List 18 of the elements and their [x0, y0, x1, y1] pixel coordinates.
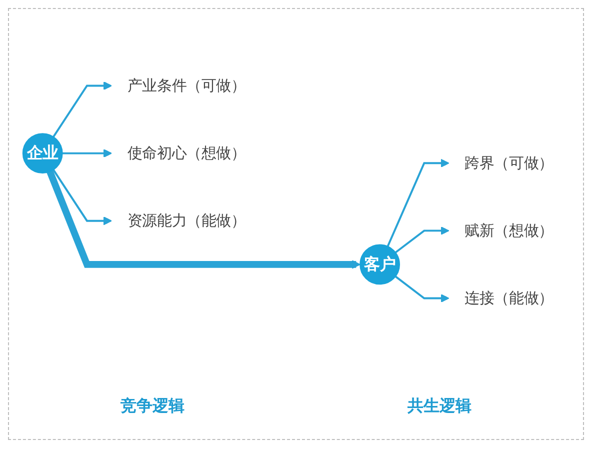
section-label: 共生逻辑 — [408, 396, 472, 417]
arrow — [394, 276, 450, 303]
node-text: 资源能力（能做） — [127, 212, 246, 230]
node-text: 连接（能做） — [464, 289, 554, 307]
node-text: 使命初心（想做） — [127, 144, 246, 162]
arrow — [52, 169, 112, 226]
arrow — [394, 226, 450, 254]
dashed-frame: 企业 产业条件（可做） 使命初心（想做） 资源能力（能做） 客户 跨界（可做） 赋新（想做） 连接（能做） 竞争逻辑 共生逻辑 — [8, 8, 584, 440]
arrow — [52, 81, 112, 138]
arrow — [386, 158, 450, 247]
node-text: 跨界（可做） — [464, 154, 554, 172]
node-text: 赋新（想做） — [464, 222, 554, 240]
section-label: 竞争逻辑 — [120, 396, 184, 417]
arrow — [62, 148, 112, 158]
arrow — [46, 170, 360, 269]
node-text: 产业条件（可做） — [127, 76, 246, 94]
node-circle — [22, 133, 63, 174]
node-circle — [360, 244, 400, 285]
